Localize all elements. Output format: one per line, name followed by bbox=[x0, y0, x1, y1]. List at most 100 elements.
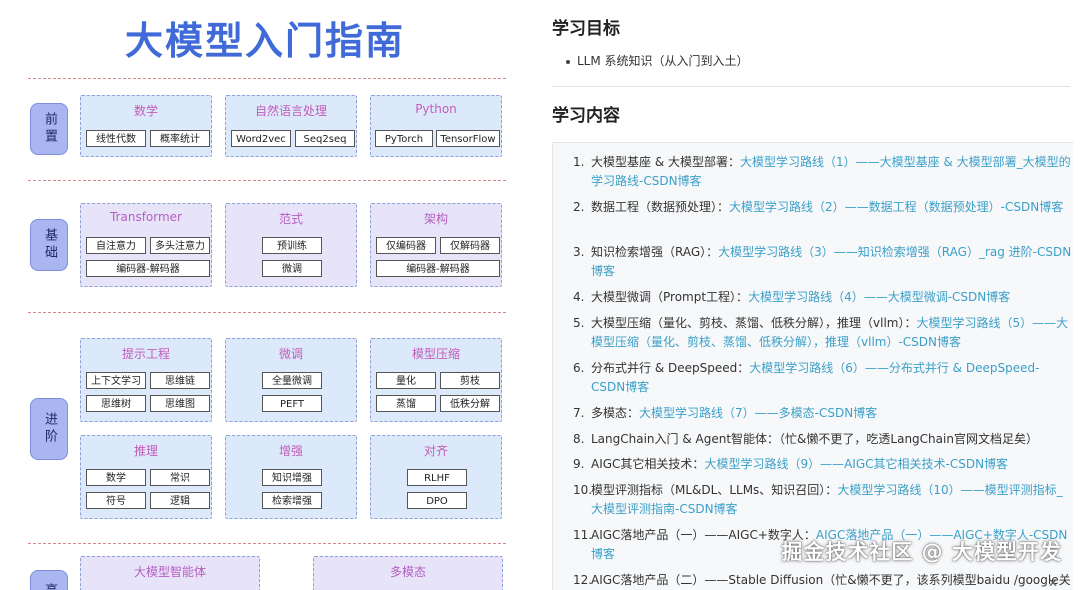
article-link[interactable]: 大模型学习路线（3）——知识检索增强（RAG）_rag 进阶-CSDN博客 bbox=[591, 245, 1072, 278]
list-item: 3.知识检索增强（RAG）：大模型学习路线（3）——知识检索增强（RAG）_ra… bbox=[573, 245, 1072, 278]
list-item: 8.LangChain入门 & Agent智能体：（忙&懒不更了，吃透LangC… bbox=[573, 432, 1038, 446]
box-title: 自然语言处理 bbox=[254, 104, 327, 118]
divider bbox=[28, 180, 506, 181]
chip: 自注意力 bbox=[86, 237, 146, 254]
article-link[interactable]: 大模型学习路线（5）——大模型压缩（量化、剪枝、蒸馏、低秩分解），推理（vllm… bbox=[591, 316, 1069, 349]
box-prompt-engineering: 提示工程 上下文学习 思维链 思维树 思维图 bbox=[80, 338, 212, 422]
chip: 思维链 bbox=[150, 372, 210, 389]
chip: Word2vec bbox=[231, 130, 291, 147]
box-title: 增强 bbox=[278, 444, 303, 458]
chip: 预训练 bbox=[262, 237, 322, 254]
box-reasoning: 推理 数学 常识 符号 逻辑 bbox=[80, 435, 212, 519]
mindmap-title: 大模型入门指南 bbox=[124, 19, 405, 63]
content-list: 1.大模型基座 & 大模型部署：大模型学习路线（1）——大模型基座 & 大模型部… bbox=[552, 142, 1073, 590]
chip: 多头注意力 bbox=[150, 237, 210, 254]
chip: 概率统计 bbox=[150, 130, 210, 147]
chip: 逻辑 bbox=[150, 492, 210, 509]
box-title: 架构 bbox=[423, 212, 448, 226]
box-title: 推理 bbox=[133, 444, 158, 458]
article-link[interactable]: 大模型学习路线（4）——大模型微调-CSDN博客 bbox=[748, 290, 1011, 304]
chip: PEFT bbox=[262, 395, 322, 412]
box-python: Python PyTorch TensorFlow bbox=[370, 95, 502, 157]
list-item: 7.多模态：大模型学习路线（7）——多模态-CSDN博客 bbox=[573, 406, 878, 420]
article-link[interactable]: AIGC落地产品（一）——AIGC+数字人-CSDN博客 bbox=[591, 528, 1068, 561]
box-multimodal: 多模态 bbox=[313, 556, 503, 590]
row-label-basics: 基础 bbox=[30, 219, 68, 271]
box-title: 数学 bbox=[133, 104, 158, 118]
bullet-icon bbox=[566, 59, 570, 64]
box-agent: 大模型智能体 bbox=[80, 556, 260, 590]
box-architecture: 架构 仅编码器 仅解码器 编码器-解码器 bbox=[370, 203, 502, 287]
goal-heading: 学习目标 bbox=[552, 19, 620, 39]
list-item: 10.模型评测指标（ML&DL、LLMs、知识召回）：大模型学习路线（10）——… bbox=[573, 483, 1063, 516]
article-link[interactable]: 大模型学习路线（9）——AIGC其它相关技术-CSDN博客 bbox=[704, 457, 1009, 471]
list-item: 2.数据工程（数据预处理）：大模型学习路线（2）——数据工程（数据预处理）-CS… bbox=[573, 200, 1064, 214]
chip: 微调 bbox=[262, 260, 322, 277]
goal-item: LLM 系统知识（从入门到入土） bbox=[566, 52, 749, 69]
box-title: 大模型智能体 bbox=[133, 565, 206, 579]
row-label-high: 高 bbox=[30, 570, 68, 590]
box-title: 范式 bbox=[278, 212, 303, 226]
chip: 上下文学习 bbox=[86, 372, 146, 389]
article-link[interactable]: 大模型学习路线（10）——模型评测指标_大模型评测指南-CSDN博客 bbox=[591, 483, 1063, 516]
article-link[interactable]: 大模型学习路线（1）——大模型基座 & 大模型部署_大模型的学习路线-CSDN博… bbox=[591, 155, 1071, 188]
mindmap: 大模型入门指南 前置 基础 进阶 高 数学 线性代数 概率统计 自然语言处理 W… bbox=[28, 19, 506, 590]
box-model-compression: 模型压缩 量化 剪枝 蒸馏 低秩分解 bbox=[370, 338, 502, 422]
box-title: 多模态 bbox=[389, 565, 426, 579]
box-transformer: Transformer 自注意力 多头注意力 编码器-解码器 bbox=[80, 203, 212, 287]
box-nlp: 自然语言处理 Word2vec Seq2seq bbox=[225, 95, 357, 157]
divider bbox=[552, 86, 1070, 87]
chip: 量化 bbox=[376, 372, 436, 389]
list-item: 4.大模型微调（Prompt工程）：大模型学习路线（4）——大模型微调-CSDN… bbox=[573, 290, 1011, 304]
chip: 检索增强 bbox=[262, 492, 322, 509]
chip: DPO bbox=[407, 492, 467, 509]
divider bbox=[28, 543, 506, 544]
article-link[interactable]: 大模型学习路线（2）——数据工程（数据预处理）-CSDN博客 bbox=[729, 200, 1064, 214]
chip: 编码器-解码器 bbox=[86, 260, 210, 277]
chip: TensorFlow bbox=[436, 130, 500, 147]
list-item: 1.大模型基座 & 大模型部署：大模型学习路线（1）——大模型基座 & 大模型部… bbox=[573, 155, 1071, 188]
chip: 仅解码器 bbox=[440, 237, 500, 254]
chip: PyTorch bbox=[375, 130, 433, 147]
chip: 全量微调 bbox=[262, 372, 322, 389]
chip: 剪枝 bbox=[440, 372, 500, 389]
box-paradigm: 范式 预训练 微调 bbox=[225, 203, 357, 287]
chip: 知识增强 bbox=[262, 469, 322, 486]
list-item: 5.大模型压缩（量化、剪枝、蒸馏、低秩分解），推理（vllm）：大模型学习路线（… bbox=[573, 316, 1069, 349]
article-link[interactable]: 大模型学习路线（6）——分布式并行 & DeepSpeed-CSDN博客 bbox=[591, 361, 1040, 394]
box-title: 模型压缩 bbox=[411, 347, 460, 361]
goal-item-text: LLM 系统知识（从入门到入土） bbox=[577, 54, 749, 68]
list-item: 12.AIGC落地产品（二）——Stable Diffusion（忙&懒不更了，… bbox=[573, 573, 1071, 587]
row-label-prereq: 前置 bbox=[30, 103, 68, 155]
box-finetune: 微调 全量微调 PEFT bbox=[225, 338, 357, 422]
box-title: Transformer bbox=[109, 210, 182, 224]
close-icon[interactable]: ✕ bbox=[1047, 576, 1058, 590]
box-title: 提示工程 bbox=[121, 347, 170, 361]
chip: 符号 bbox=[86, 492, 146, 509]
chip: 编码器-解码器 bbox=[376, 260, 500, 277]
content-heading: 学习内容 bbox=[552, 106, 620, 126]
box-title: 微调 bbox=[278, 347, 303, 361]
box-alignment: 对齐 RLHF DPO bbox=[370, 435, 502, 519]
chip: 线性代数 bbox=[86, 130, 146, 147]
chip: 数学 bbox=[86, 469, 146, 486]
box-math: 数学 线性代数 概率统计 bbox=[80, 95, 212, 157]
chip: 蒸馏 bbox=[376, 395, 436, 412]
divider bbox=[28, 312, 506, 313]
chip: 仅编码器 bbox=[376, 237, 436, 254]
row-label-advanced: 进阶 bbox=[30, 398, 68, 460]
article: 学习目标 LLM 系统知识（从入门到入土） 学习内容 1.大模型基座 & 大模型… bbox=[540, 0, 1080, 590]
list-item: 6.分布式并行 & DeepSpeed：大模型学习路线（6）——分布式并行 & … bbox=[573, 361, 1040, 394]
chip: RLHF bbox=[407, 469, 467, 486]
list-item: 11.AIGC落地产品（一）——AIGC+数字人：AIGC落地产品（一）——AI… bbox=[573, 528, 1068, 561]
chip: 思维树 bbox=[86, 395, 146, 412]
box-augmentation: 增强 知识增强 检索增强 bbox=[225, 435, 357, 519]
box-title: 对齐 bbox=[423, 444, 448, 458]
divider bbox=[28, 78, 506, 79]
chip: 低秩分解 bbox=[440, 395, 500, 412]
chip: 思维图 bbox=[150, 395, 210, 412]
chip: Seq2seq bbox=[295, 130, 355, 147]
watermark: 掘金技术社区 @ 大模型开发 bbox=[781, 540, 1062, 564]
article-link[interactable]: 大模型学习路线（7）——多模态-CSDN博客 bbox=[639, 406, 878, 420]
list-item: 9.AIGC其它相关技术：大模型学习路线（9）——AIGC其它相关技术-CSDN… bbox=[573, 457, 1009, 471]
